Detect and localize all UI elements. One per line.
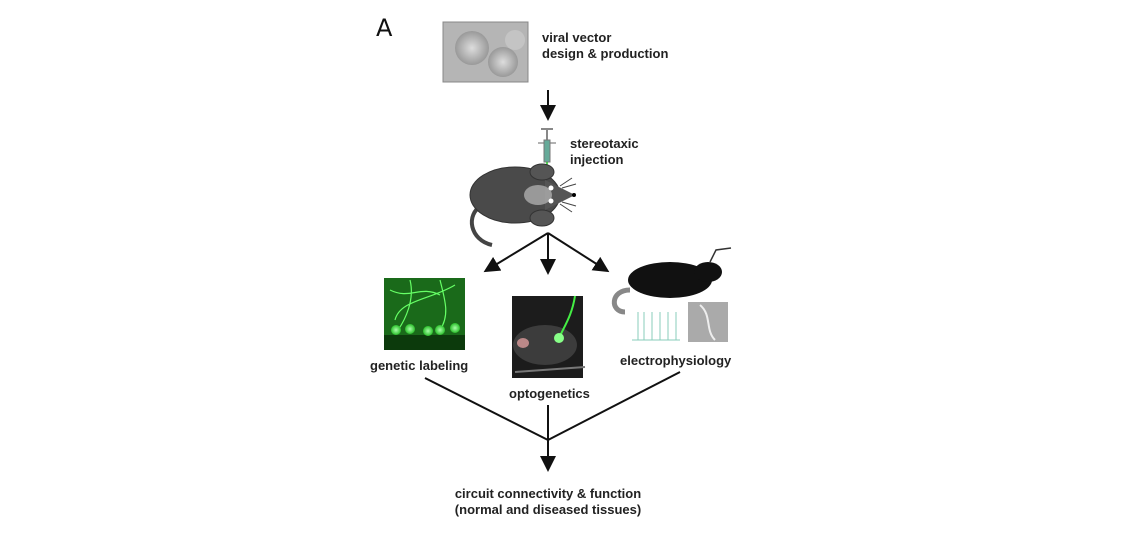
arrow-to-genetic-labeling	[483, 232, 549, 273]
injection-label: stereotaxic injection	[570, 136, 639, 168]
electrophysiology-label: electrophysiology	[620, 353, 732, 368]
mouse-icon	[469, 163, 577, 247]
optogenetics-photo-icon	[512, 295, 586, 378]
injection-label-line1: stereotaxic	[570, 136, 639, 151]
injection-label-line2: injection	[570, 152, 624, 167]
optogenetics-label: optogenetics	[509, 386, 590, 401]
vector-label-line2: design & production	[542, 46, 669, 61]
outcome-label-line2: (normal and diseased tissues)	[454, 502, 642, 517]
vector-label: viral vector design & production	[542, 30, 668, 62]
arrow-to-electrophysiology	[547, 232, 610, 273]
vector-label-line1: viral vector	[542, 30, 612, 45]
outcome-label: circuit connectivity & function (normal …	[448, 486, 648, 518]
panel-label: A	[376, 14, 393, 42]
genetic-labeling-label: genetic labeling	[370, 358, 469, 373]
outcome-label-line1: circuit connectivity & function	[454, 486, 642, 501]
line-from-genetic-labeling	[424, 377, 549, 441]
virus-micrograph-icon	[442, 21, 529, 83]
line-from-electrophysiology	[547, 371, 681, 441]
electrophysiology-icon	[611, 247, 732, 342]
fluorescent-neurons-icon	[384, 278, 465, 350]
